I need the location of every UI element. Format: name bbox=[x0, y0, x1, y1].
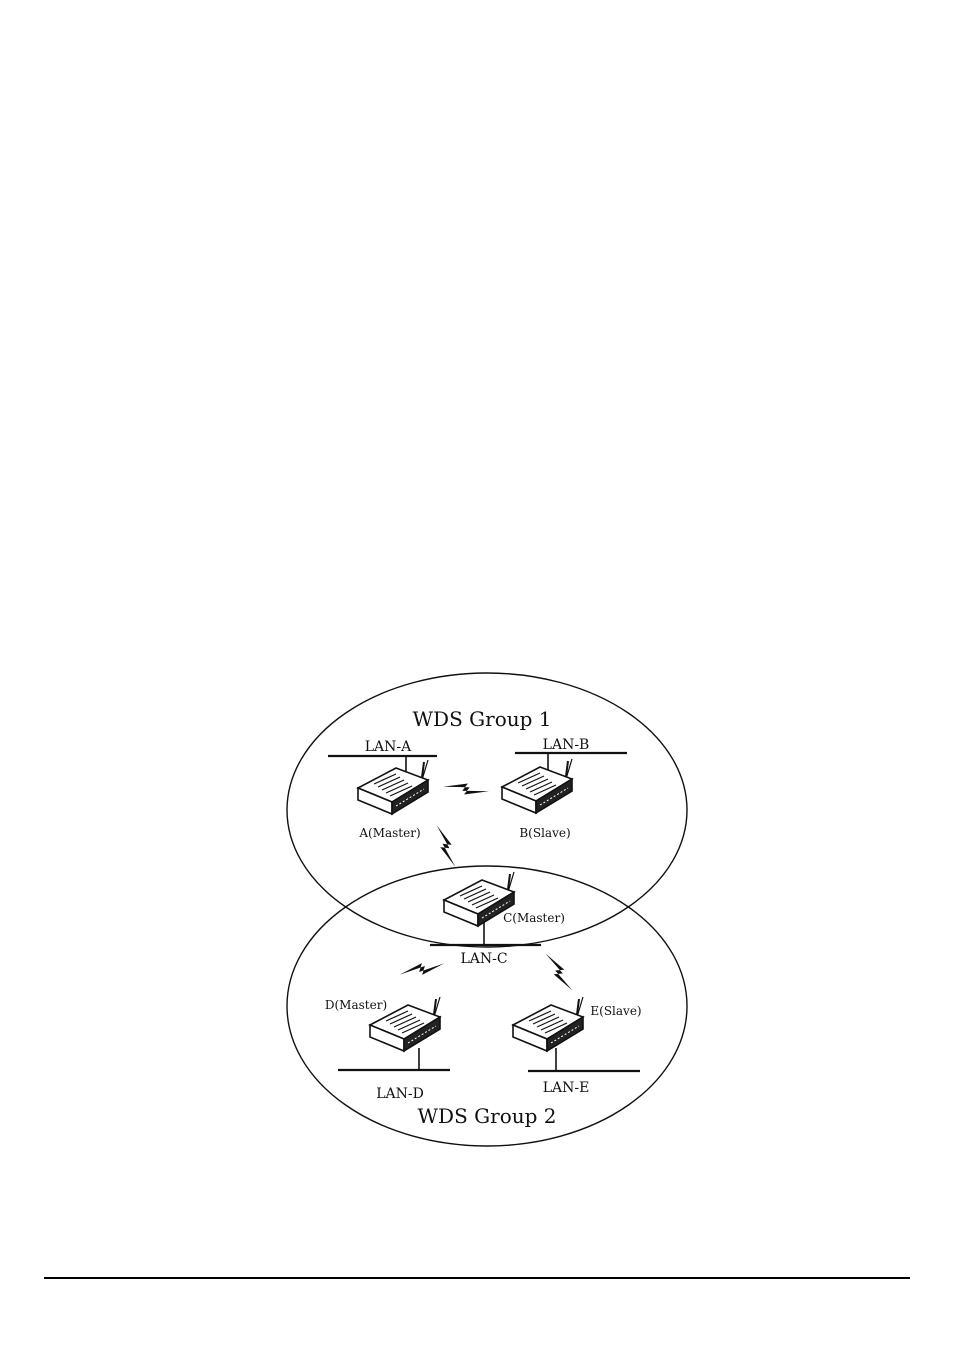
link-a-c-lightning-bolt-icon bbox=[426, 824, 466, 868]
router-a-icon bbox=[357, 759, 429, 815]
wds-group-2-label: WDS Group 2 bbox=[418, 1104, 557, 1128]
link-a-b-lightning-bolt-icon bbox=[443, 777, 489, 801]
link-c-e-lightning-bolt-icon bbox=[537, 953, 581, 991]
footer-rule bbox=[44, 1277, 910, 1279]
link-c-d-lightning-bolt-icon bbox=[399, 951, 445, 987]
device-a-label: A(Master) bbox=[358, 826, 420, 840]
device-b-label: B(Slave) bbox=[519, 826, 570, 840]
router-e-icon bbox=[512, 996, 584, 1052]
lan-c-label: LAN-C bbox=[460, 951, 507, 967]
device-d-label: D(Master) bbox=[325, 998, 387, 1012]
lan-b-label: LAN-B bbox=[543, 737, 590, 753]
device-e-label: E(Slave) bbox=[590, 1004, 641, 1018]
lan-d-label: LAN-D bbox=[376, 1086, 424, 1102]
wds-group-2-boundary bbox=[286, 865, 688, 1147]
device-c-label: C(Master) bbox=[503, 911, 565, 925]
router-b-icon bbox=[501, 758, 573, 814]
lan-e-label: LAN-E bbox=[543, 1080, 590, 1096]
wds-group-1-label: WDS Group 1 bbox=[413, 707, 552, 731]
wds-group-1-boundary bbox=[286, 672, 688, 948]
lan-a-label: LAN-A bbox=[365, 739, 412, 755]
